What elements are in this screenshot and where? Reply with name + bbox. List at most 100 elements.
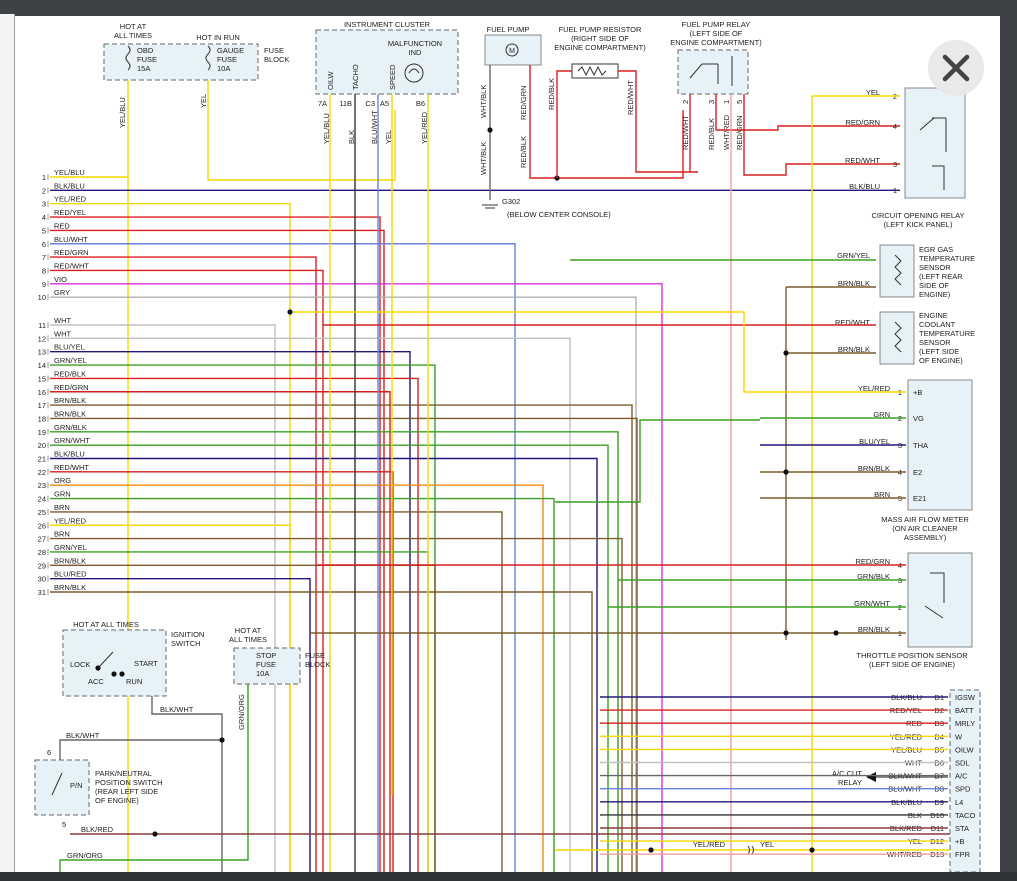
fuel-pump — [484, 34, 542, 66]
park-neutral-switch — [34, 759, 90, 816]
stop-fuse-hot-label: HOT AT — [235, 626, 262, 635]
pns-wire-label: BLK/WHT — [66, 731, 100, 740]
pns-wire-label: BLK/RED — [81, 825, 114, 834]
connector-pin-number: 3 — [42, 200, 46, 209]
connector-wire-label: YEL/RED — [54, 195, 87, 204]
stop-fuse-block — [233, 647, 301, 685]
resistor-wire-label: RED/BLK — [547, 78, 556, 110]
connector-wire-label: BLK/BLU — [54, 450, 85, 459]
maf-wire-label: BRN — [874, 490, 890, 499]
connector-pin-number: 16 — [38, 388, 46, 397]
connector-wire-label: RED/YEL — [54, 208, 86, 217]
ground-name: G302 — [502, 197, 520, 206]
splice-dot — [219, 737, 225, 743]
maf-pin-name: THA — [913, 441, 928, 450]
cluster-wire-label: BLU/WHT — [370, 110, 379, 144]
relay-wire-label: RED/WHT — [681, 115, 690, 150]
instrument-cluster — [315, 29, 459, 95]
connector-wire-label: BLK/BLU — [54, 181, 85, 190]
connector-wire-label: RED/GRN — [54, 383, 89, 392]
stop-fuse-wire-label: GRN/ORG — [237, 694, 246, 730]
connector-wire-label: GRY — [54, 288, 70, 297]
egr-sensor-title: TEMPERATURE — [919, 254, 975, 263]
fuel-pump-resistor-title: FUEL PUMP RESISTOR — [559, 25, 642, 34]
maf-pin-name: E2 — [913, 468, 922, 477]
connector-pin-number: 2 — [42, 186, 46, 195]
connector-pin-number: 22 — [38, 468, 46, 477]
ignition-switch-title: IGNITION — [171, 630, 204, 639]
relay-wire-label: RED/WHT — [845, 156, 880, 165]
resistor-symbol — [571, 63, 619, 79]
cluster-pin-name: TACHO — [351, 64, 360, 90]
wire-BLU/WHT — [50, 243, 516, 872]
connector-pin-number: 29 — [38, 561, 46, 570]
connector-wire-label: RED/WHT — [54, 463, 89, 472]
wire-BLU/YEL — [50, 351, 411, 872]
connector-pin-number: 4 — [42, 213, 46, 222]
maf-pin-name: VG — [913, 414, 924, 423]
ecm-pin-name: OILW — [955, 745, 975, 754]
tps-wire-label: GRN/WHT — [854, 599, 890, 608]
wiring-diagram: 1YEL/BLU2BLK/BLU3YEL/RED4RED/YEL5RED6BLU… — [34, 20, 981, 872]
connector-pin-number: 30 — [38, 575, 46, 584]
connector-wire-label: BRN/BLK — [54, 556, 86, 565]
ecm-pin-name: IGSW — [955, 693, 976, 702]
wire-RED/YEL — [50, 216, 381, 872]
splice-dot — [783, 630, 789, 636]
tps-wire-label: BRN/BLK — [858, 625, 890, 634]
stop-fuse-block-label: FUSE — [305, 651, 325, 660]
circuit-opening-relay-title: (LEFT KICK PANEL) — [884, 220, 953, 229]
fuse-block-label: BLOCK — [264, 55, 289, 64]
tps-title: THROTTLE POSITION SENSOR — [856, 651, 968, 660]
park-neutral-title: (REAR LEFT SIDE — [95, 787, 158, 796]
ignition-hot-label: HOT AT ALL TIMES — [73, 620, 139, 629]
connector-pin-number: 10 — [38, 293, 46, 302]
wire-gauge-yel — [207, 80, 396, 181]
cluster-wire-label: BLK — [347, 130, 356, 144]
fuel-pump-wire-label: WHT/BLK — [479, 142, 488, 175]
connector-wire-label: BRN/BLK — [54, 409, 86, 418]
coolant-sensor-title: ENGINE — [919, 311, 948, 320]
wire-GRY — [50, 296, 637, 872]
connector-wire-label: GRN/YEL — [54, 356, 87, 365]
ecm-pin-name: TACO — [955, 811, 975, 820]
thermistor-symbol — [894, 254, 902, 286]
connector-pin-number: 8 — [42, 266, 46, 275]
malfunction-ind-label: MALFUNCTION — [388, 39, 442, 48]
wire-RED/WHT — [50, 471, 394, 872]
yel-label: YEL — [760, 840, 774, 849]
maf-meter-title: (ON AIR CLEANER — [892, 524, 958, 533]
splice-dot — [152, 831, 158, 837]
viewer-scrollbar[interactable] — [1000, 0, 1017, 881]
fuel-pump-wire-label: WHT/BLK — [479, 85, 488, 118]
relay-wire-label: WHT/RED — [722, 114, 731, 150]
viewer-top-bar — [0, 0, 1017, 16]
connector-wire-label: GRN/WHT — [54, 436, 90, 445]
egr-sensor-title: SENSOR — [919, 263, 951, 272]
connector-pin-number: 21 — [38, 455, 46, 464]
relay-contacts — [689, 56, 733, 86]
relay-wire-label: YEL — [866, 88, 880, 97]
gauge-fuse-label: FUSE — [217, 55, 237, 64]
fuel-pump-wire-label: RED/GRN — [519, 85, 528, 120]
resistor-zigzag — [577, 65, 607, 77]
wire-ignition-blk-wht — [151, 696, 223, 872]
cluster-wire-label: YEL/RED — [420, 111, 429, 144]
coolant-sensor — [879, 311, 915, 365]
stop-fuse-hot-label: ALL TIMES — [229, 635, 267, 644]
tps-wire-label: GRN/BLK — [857, 572, 890, 581]
connector-pin-number: 31 — [38, 588, 46, 597]
pns-pin-label: 6 — [47, 748, 51, 757]
close-button[interactable] — [928, 40, 984, 96]
thermistor-symbol — [894, 321, 902, 353]
ignition-position-label: RUN — [126, 677, 142, 686]
coolant-wire-label: RED/WHT — [835, 318, 870, 327]
wire-WHT — [50, 337, 571, 872]
splice-dot — [287, 309, 293, 315]
maf-meter-title: ASSEMBLY) — [904, 533, 947, 542]
connector-pin-number: 1 — [42, 173, 46, 182]
relay-wire-label: RED/GRN — [735, 115, 744, 150]
wire-resistor-left — [556, 70, 572, 178]
coolant-sensor-title: COOLANT — [919, 320, 956, 329]
maf-pin-name: E21 — [913, 494, 926, 503]
